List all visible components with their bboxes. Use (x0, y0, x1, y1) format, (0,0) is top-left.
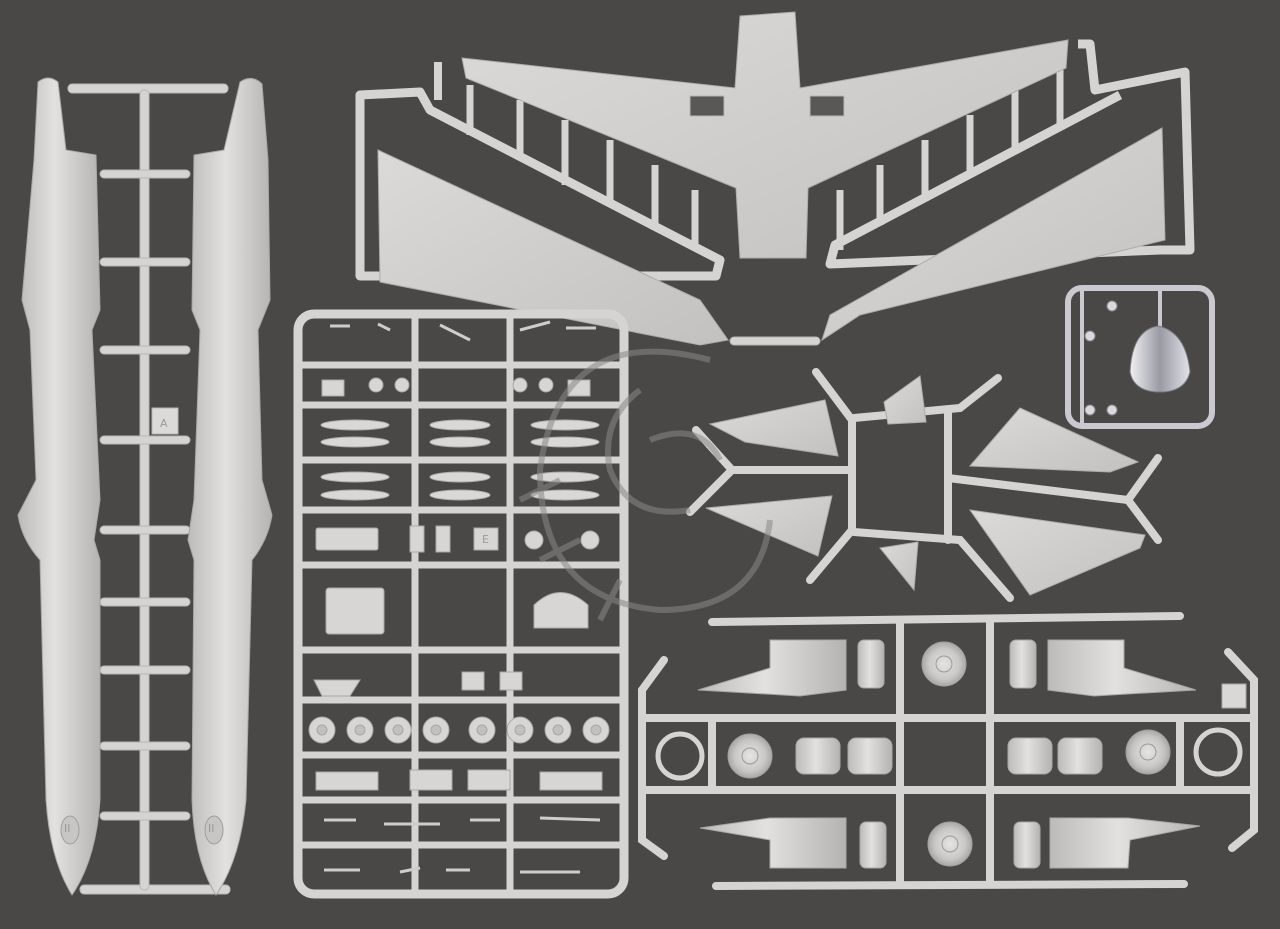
clear-sprue-frame (1065, 285, 1215, 429)
fan-disc-2 (727, 733, 773, 779)
upper-wing-center (461, 11, 1069, 259)
fan-disc-3 (1125, 729, 1171, 775)
sprue-c-small-bits (324, 320, 601, 874)
sprue-c-runners (302, 318, 620, 890)
sprue-b-wings (355, 11, 1195, 346)
fuselage-half-left (17, 77, 101, 896)
dragon-logo-icon (518, 348, 773, 622)
fuselage-right-tag: II (208, 822, 215, 835)
sprue-b-gates-left (466, 85, 699, 250)
wing-center-slot-left (689, 95, 725, 117)
canopy (1129, 325, 1191, 393)
fuselage-left-canopy-seat (60, 815, 80, 845)
sprue-d-tail (686, 368, 1162, 602)
fan-disc-1 (921, 641, 967, 687)
fuselage-left-tag: II (64, 822, 71, 835)
sprue-c-wheels (308, 377, 610, 744)
fuselage-half-right (187, 78, 273, 896)
engine-rings (655, 727, 1243, 781)
sprue-c-small-parts: E (293, 309, 629, 899)
sprue-a-rungs (99, 169, 191, 821)
sprue-e-engines (638, 612, 1258, 890)
fin-tip-top (883, 375, 927, 425)
horizontal-stab-right-top (968, 407, 1140, 473)
sprue-e-tag-box (1221, 683, 1247, 709)
lower-wing-left (377, 149, 729, 346)
engine-nacelles (697, 639, 1201, 869)
horizontal-stab-left-top (708, 399, 839, 457)
engine-fans (727, 641, 1171, 867)
sprue-c-panels (313, 379, 603, 791)
fuselage-right-canopy-seat (204, 815, 224, 845)
sprue-b-gates-right (836, 70, 1064, 250)
clear-sprue-canopy (1065, 285, 1215, 429)
wing-center-slot-right (809, 95, 845, 117)
sprue-a-tag: A (160, 417, 168, 430)
lower-wing-right (821, 127, 1166, 342)
sprue-a-fuselage (67, 83, 231, 895)
fin-tip-bottom (879, 541, 919, 592)
sprue-e-tag: E (482, 533, 489, 546)
sprue-e-frame (638, 612, 1258, 890)
horizontal-stab-right-bottom (968, 509, 1146, 596)
fan-disc-4 (927, 821, 973, 867)
